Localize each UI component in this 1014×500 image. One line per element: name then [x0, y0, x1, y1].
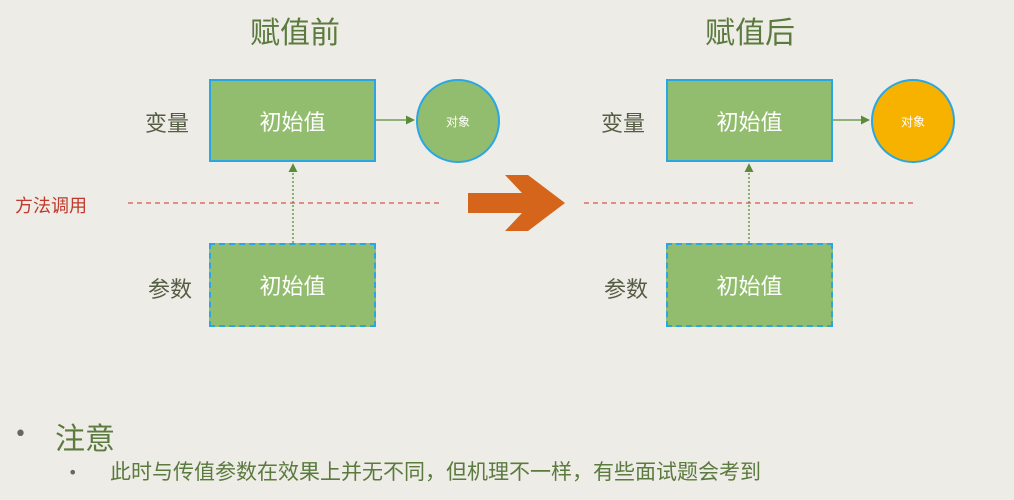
transition-arrow [468, 175, 565, 231]
method-call-label: 方法调用 [15, 196, 87, 217]
note-sub-bullet: • [68, 463, 78, 482]
note-text: 此时与传值参数在效果上并无不同，但机理不一样，有些面试题会考到 [110, 460, 761, 484]
before-param-box: 初始值 [209, 243, 376, 327]
after-variable-label: 变量 [601, 112, 646, 137]
before-title: 赋值前 [250, 16, 340, 51]
before-object-circle: 对象 [416, 79, 500, 163]
after-object-circle: 对象 [871, 79, 955, 163]
note-bullet: • [14, 422, 27, 447]
note-title: 注意 [55, 422, 115, 457]
after-title: 赋值后 [705, 16, 795, 51]
before-param-label: 参数 [148, 278, 193, 303]
before-variable-label: 变量 [145, 112, 190, 137]
before-variable-box: 初始值 [209, 79, 376, 162]
after-variable-box: 初始值 [666, 79, 833, 162]
after-param-label: 参数 [604, 278, 649, 303]
after-param-box: 初始值 [666, 243, 833, 327]
